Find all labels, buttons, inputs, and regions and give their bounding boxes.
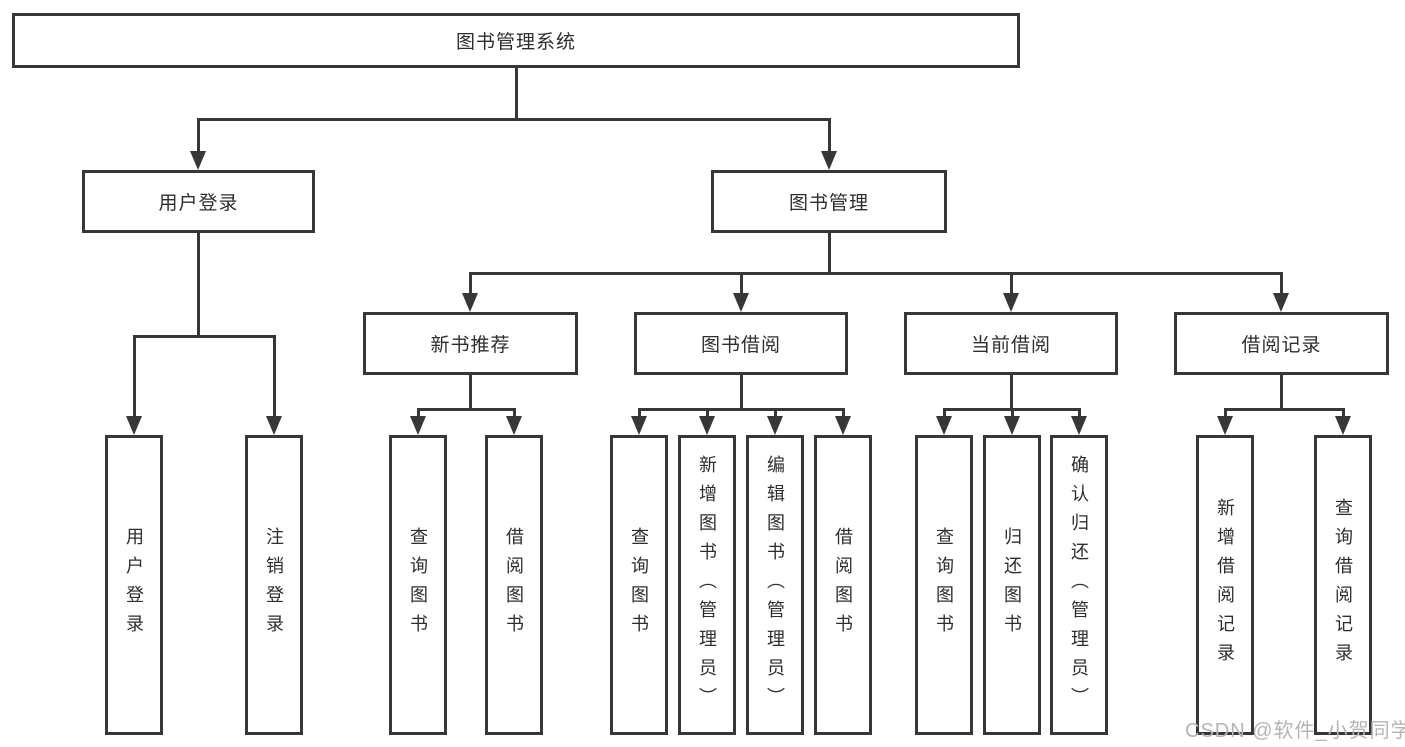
- leaf-borrow-books-recommend: 借阅图书: [485, 435, 543, 735]
- arrow-down-icon: [506, 416, 522, 435]
- connector-root-stem: [515, 68, 518, 121]
- connector-drop-book-management: [828, 118, 831, 154]
- leaf-label: 注销登录: [264, 527, 284, 643]
- connector-drop: [1342, 408, 1345, 421]
- leaf-query-borrow-record: 查询借阅记录: [1314, 435, 1372, 735]
- leaf-label: 借阅图书: [504, 527, 524, 643]
- connector-group2-stem: [740, 375, 743, 411]
- branch-user-login: 用户登录: [82, 170, 315, 233]
- leaf-confirm-return-admin: 确认归还（管理员）: [1050, 435, 1108, 735]
- connector-drop-leaf-logout: [273, 335, 276, 419]
- arrow-down-icon: [190, 151, 206, 170]
- connector-drop: [842, 408, 845, 421]
- connector-drop: [774, 408, 777, 421]
- leaf-label: 查询借阅记录: [1333, 498, 1353, 672]
- arrow-down-icon: [733, 293, 749, 312]
- leaf-query-books-borrow: 查询图书: [610, 435, 668, 735]
- arrow-down-icon: [1217, 416, 1233, 435]
- leaf-return-books: 归还图书: [983, 435, 1041, 735]
- connector-group1-stem: [469, 375, 472, 411]
- leaf-add-books-admin: 新增图书（管理员）: [678, 435, 736, 735]
- csdn-watermark: CSDN @软件_小贺同学: [1185, 720, 1405, 742]
- connector-drop: [706, 408, 709, 421]
- leaf-label: 新增借阅记录: [1215, 498, 1235, 672]
- leaf-label: 查询图书: [408, 527, 428, 643]
- arrow-down-icon: [126, 416, 142, 435]
- arrow-down-icon: [631, 416, 647, 435]
- connector-drop: [513, 408, 516, 421]
- arrow-down-icon: [462, 293, 478, 312]
- group-current-borrow: 当前借阅: [904, 312, 1118, 375]
- leaf-label: 归还图书: [1002, 527, 1022, 643]
- connector-user-login-rail: [133, 335, 275, 338]
- arrow-down-icon: [767, 416, 783, 435]
- arrow-down-icon: [410, 416, 426, 435]
- connector-drop: [943, 408, 946, 421]
- leaf-label: 查询图书: [629, 527, 649, 643]
- arrow-down-icon: [936, 416, 952, 435]
- leaf-query-books-recommend: 查询图书: [389, 435, 447, 735]
- leaf-add-borrow-record: 新增借阅记录: [1196, 435, 1254, 735]
- group-borrow-record: 借阅记录: [1174, 312, 1389, 375]
- leaf-logout: 注销登录: [245, 435, 303, 735]
- connector-book-management-rail: [469, 272, 1283, 275]
- connector-group1-rail: [417, 408, 516, 411]
- connector-drop-new-book: [469, 272, 472, 298]
- arrow-down-icon: [821, 151, 837, 170]
- leaf-borrow-books: 借阅图书: [814, 435, 872, 735]
- connector-drop-current-borrow: [1010, 272, 1013, 298]
- leaf-label: 编辑图书（管理员）: [765, 454, 785, 716]
- connector-user-login-stem: [197, 233, 200, 338]
- connector-drop-user-login: [197, 118, 200, 154]
- connector-root-rail: [197, 118, 831, 121]
- leaf-edit-books-admin: 编辑图书（管理员）: [746, 435, 804, 735]
- connector-drop-borrow-record: [1280, 272, 1283, 298]
- leaf-label: 借阅图书: [833, 527, 853, 643]
- connector-group3-stem: [1010, 375, 1013, 411]
- connector-book-management-stem: [828, 233, 831, 275]
- arrow-down-icon: [1004, 416, 1020, 435]
- connector-drop: [1078, 408, 1081, 421]
- connector-drop: [417, 408, 420, 421]
- connector-drop-leaf-user-login: [133, 335, 136, 419]
- leaf-query-books-current: 查询图书: [915, 435, 973, 735]
- connector-drop: [1011, 408, 1014, 421]
- arrow-down-icon: [835, 416, 851, 435]
- branch-book-management: 图书管理: [711, 170, 947, 233]
- leaf-user-login: 用户登录: [105, 435, 163, 735]
- arrow-down-icon: [266, 416, 282, 435]
- connector-group2-rail: [638, 408, 845, 411]
- arrow-down-icon: [699, 416, 715, 435]
- leaf-label: 用户登录: [124, 527, 144, 643]
- node-root: 图书管理系统: [12, 13, 1020, 68]
- arrow-down-icon: [1335, 416, 1351, 435]
- arrow-down-icon: [1071, 416, 1087, 435]
- connector-group4-rail: [1224, 408, 1345, 411]
- group-book-borrow: 图书借阅: [634, 312, 848, 375]
- connector-drop: [1224, 408, 1227, 421]
- leaf-label: 确认归还（管理员）: [1069, 454, 1089, 716]
- arrow-down-icon: [1273, 293, 1289, 312]
- connector-drop-book-borrow: [740, 272, 743, 298]
- connector-group4-stem: [1280, 375, 1283, 411]
- arrow-down-icon: [1003, 293, 1019, 312]
- leaf-label: 查询图书: [934, 527, 954, 643]
- group-new-book-recommend: 新书推荐: [363, 312, 578, 375]
- leaf-label: 新增图书（管理员）: [697, 454, 717, 716]
- connector-drop: [638, 408, 641, 421]
